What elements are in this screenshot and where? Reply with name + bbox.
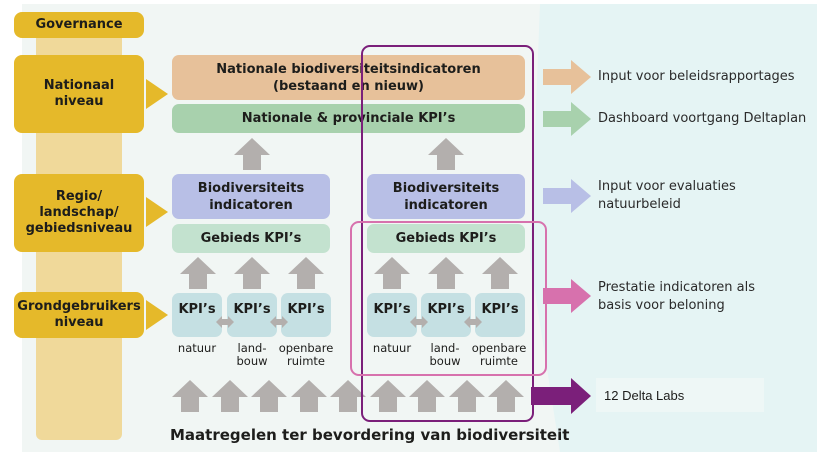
governance-label: Governance — [14, 12, 144, 38]
sub-label-line: land- — [430, 341, 460, 355]
double-arrow-icon — [216, 316, 234, 328]
measure-up-arrow-icon — [291, 380, 327, 412]
delta-lab-highlight-outline — [361, 45, 534, 422]
sub-label-line: bouw — [429, 354, 461, 368]
up-arrow-icon — [234, 138, 270, 170]
arrow-right-blue-icon — [543, 179, 591, 213]
kpi-label: KPI’s — [178, 302, 216, 317]
region1-sub-natuur: natuur — [168, 342, 226, 355]
pointer-national-icon — [146, 79, 168, 109]
arrow-right-green-icon — [543, 102, 591, 136]
sub-label-line: natuur — [372, 341, 412, 355]
region2-kpi-openbare-ruimte: KPI’s — [475, 293, 525, 337]
output-line: 12 Delta Labs — [604, 388, 685, 403]
level-national-line2: niveau — [54, 94, 104, 109]
output-line: Input voor beleidsrapportages — [598, 69, 795, 84]
bottom-title: Maatregelen ter bevordering van biodiver… — [170, 426, 570, 444]
region1-indicators-line1: Biodiversiteits — [197, 180, 305, 196]
governance-text: Governance — [35, 17, 123, 32]
up-arrow-icon — [180, 257, 216, 289]
region1-area-kpis-text: Gebieds KPI’s — [200, 231, 302, 246]
up-arrow-icon — [288, 257, 324, 289]
kpi-label: KPI’s — [233, 302, 271, 317]
double-arrow-icon — [270, 316, 288, 328]
level-landuser-line1: Grondgebruikers — [17, 299, 141, 314]
kpi-label: KPI’s — [427, 302, 465, 317]
region1-kpi-landbouw: KPI’s — [227, 293, 277, 337]
region1-kpi-openbare-ruimte: KPI’s — [281, 293, 331, 337]
pointer-regional-icon — [146, 197, 168, 227]
national-indicators-line2: (bestaand en nieuw) — [273, 78, 424, 94]
up-arrow-icon — [234, 257, 270, 289]
national-indicators-box: Nationale biodiversiteitsindicatoren(bes… — [172, 55, 525, 100]
output-line: basis voor beloning — [598, 298, 725, 313]
measure-up-arrow-icon — [172, 380, 208, 412]
level-regional-line1: Regio/ — [55, 189, 103, 204]
level-regional: Regio/landschap/gebiedsniveau — [14, 174, 144, 252]
region2-kpi-natuur: KPI’s — [367, 293, 417, 337]
arrow-right-orange-icon — [543, 60, 591, 94]
region1-kpi-natuur: KPI’s — [172, 293, 222, 337]
region1-indicators-line2: indicatoren — [209, 197, 293, 213]
double-arrow-icon — [464, 316, 482, 328]
level-national-line1: Nationaal — [43, 78, 115, 93]
output-line: Input voor evaluaties — [598, 179, 736, 194]
sub-label-line: bouw — [236, 354, 268, 368]
output-line: natuurbeleid — [598, 197, 681, 212]
kpi-label: KPI’s — [373, 302, 411, 317]
sub-label-line: openbare — [278, 341, 334, 355]
sub-label-line: ruimte — [287, 354, 325, 368]
national-kpis-text: Nationale & provinciale KPI’s — [241, 111, 456, 126]
double-arrow-icon — [410, 316, 428, 328]
level-regional-line3: gebiedsniveau — [25, 221, 133, 236]
delta-labs-panel — [596, 378, 764, 412]
region1-sub-landbouw: land-bouw — [223, 342, 281, 368]
output-line: Dashboard voortgang Deltaplan — [598, 111, 807, 126]
output-line: Prestatie indicatoren als — [598, 280, 756, 295]
sub-label-line: land- — [237, 341, 267, 355]
region2-area-kpis-text: Gebieds KPI’s — [395, 231, 497, 246]
output-performance: Prestatie indicatoren als basis voor belo… — [598, 279, 755, 315]
sub-label-line: natuur — [177, 341, 217, 355]
reward-highlight-outline — [350, 221, 547, 376]
region2-sub-natuur: natuur — [363, 342, 421, 355]
kpi-label: KPI’s — [287, 302, 325, 317]
region2-indicators-line2: indicatoren — [404, 197, 488, 213]
region2-indicators-line1: Biodiversiteits — [392, 180, 500, 196]
region2-sub-landbouw: land-bouw — [416, 342, 474, 368]
level-landuser-line2: niveau — [54, 315, 104, 330]
region2-area-kpis-box: Gebieds KPI’s — [367, 224, 525, 253]
national-kpis-box: Nationale & provinciale KPI’s — [172, 104, 525, 133]
arrow-right-pink-icon — [543, 279, 591, 313]
output-policy-reports: Input voor beleidsrapportages — [598, 68, 795, 86]
output-delta-labs: 12 Delta Labs — [604, 388, 684, 403]
region1-area-kpis-box: Gebieds KPI’s — [172, 224, 330, 253]
kpi-label: KPI’s — [481, 302, 519, 317]
level-regional-line2: landschap/ — [39, 205, 119, 220]
output-evaluations: Input voor evaluaties natuurbeleid — [598, 178, 736, 214]
sub-label-line: ruimte — [480, 354, 518, 368]
measure-up-arrow-icon — [251, 380, 287, 412]
output-dashboard: Dashboard voortgang Deltaplan — [598, 110, 806, 128]
national-indicators-line1: Nationale biodiversiteitsindicatoren — [216, 61, 481, 77]
region2-kpi-landbouw: KPI’s — [421, 293, 471, 337]
pointer-landuser-icon — [146, 300, 168, 330]
sub-label-line: openbare — [471, 341, 527, 355]
arrow-right-purple-icon — [531, 378, 591, 414]
measure-up-arrow-icon — [212, 380, 248, 412]
